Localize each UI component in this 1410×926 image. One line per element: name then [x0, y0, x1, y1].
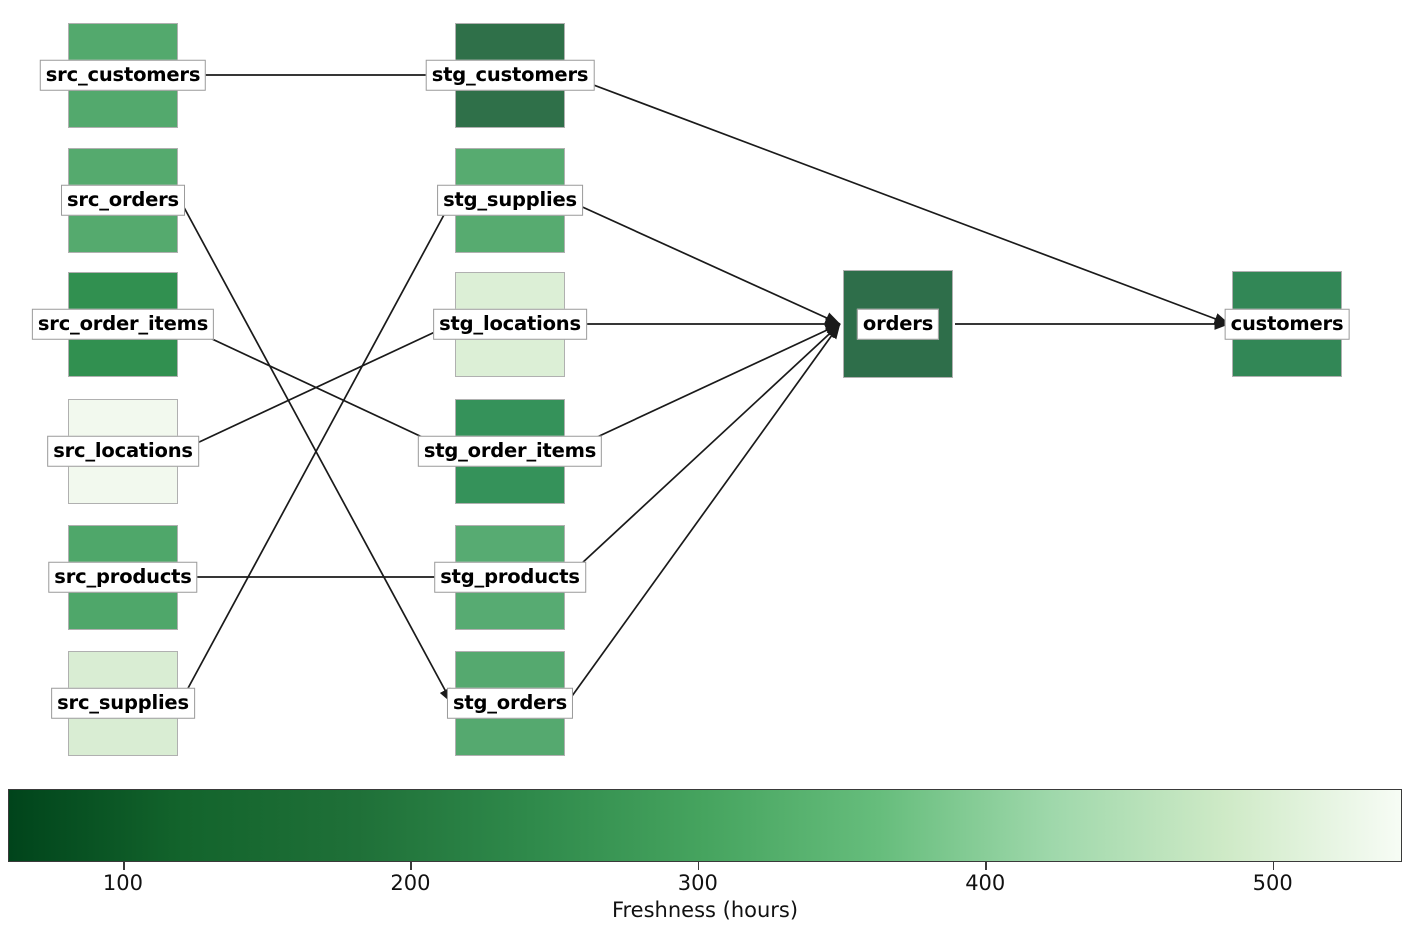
node-label-stg_customers: stg_customers	[425, 59, 595, 91]
colorbar-tick-label: 300	[677, 871, 718, 895]
edge-stg_supplies-to-orders	[566, 199, 841, 325]
edge-src_orders-to-stg_orders	[179, 199, 453, 704]
node-label-src_orders: src_orders	[61, 184, 185, 216]
edge-stg_products-to-orders	[566, 323, 841, 578]
node-label-src_order_items: src_order_items	[31, 308, 215, 340]
node-label-orders: orders	[856, 308, 940, 340]
node-label-stg_products: stg_products	[434, 561, 586, 593]
colorbar-tick-label: 200	[390, 871, 431, 895]
colorbar-tick-label: 500	[1252, 871, 1293, 895]
edge-group	[179, 74, 1230, 704]
colorbar-tick	[985, 862, 987, 870]
edge-stg_orders-to-orders	[566, 323, 841, 704]
colorbar-gradient	[9, 790, 1401, 861]
node-label-src_locations: src_locations	[47, 435, 199, 467]
edge-stg_order_items-to-orders	[566, 323, 841, 452]
node-label-customers: customers	[1224, 308, 1350, 340]
colorbar-tick	[410, 862, 412, 870]
colorbar-tick	[697, 862, 700, 870]
colorbar-tick	[122, 862, 125, 870]
node-label-stg_locations: stg_locations	[433, 308, 587, 340]
colorbar-axis-label: Freshness (hours)	[611, 898, 799, 922]
edge-src_supplies-to-stg_supplies	[179, 199, 453, 704]
colorbar-tick-label: 100	[102, 871, 144, 895]
edge-src_locations-to-stg_locations	[179, 323, 453, 452]
edge-src_order_items-to-stg_order_items	[179, 323, 453, 452]
node-label-stg_supplies: stg_supplies	[437, 184, 583, 216]
colorbar	[8, 789, 1402, 862]
node-label-stg_order_items: stg_order_items	[417, 435, 603, 467]
node-label-src_products: src_products	[48, 561, 198, 593]
node-label-stg_orders: stg_orders	[446, 687, 574, 719]
node-label-src_supplies: src_supplies	[51, 687, 195, 719]
colorbar-tick	[1272, 862, 1275, 870]
colorbar-tick-label: 400	[965, 871, 1006, 895]
node-label-src_customers: src_customers	[39, 59, 207, 91]
